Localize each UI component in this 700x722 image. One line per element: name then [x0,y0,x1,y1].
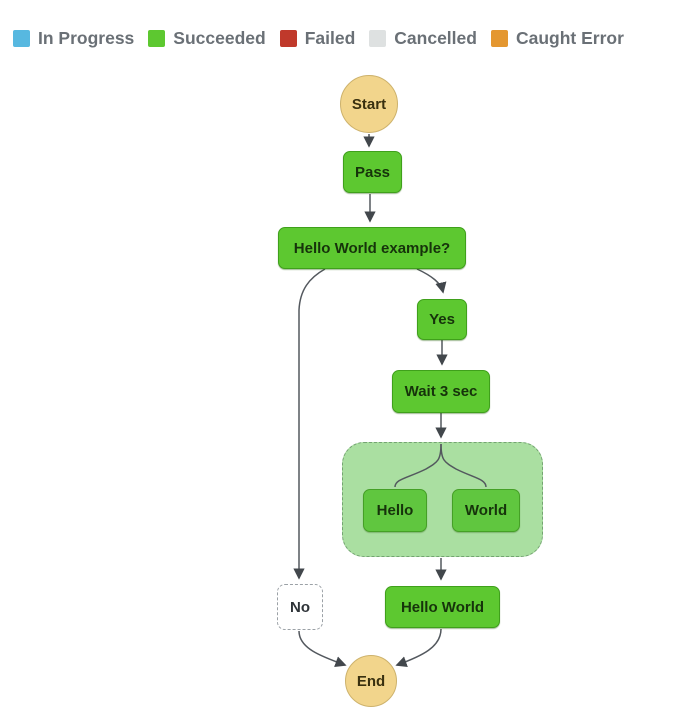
edge-no-to-end [298,630,347,668]
edge-helloworld-to-end [395,628,442,668]
state-node-yes[interactable]: Yes [417,299,467,340]
legend-item-failed: Failed [279,28,356,49]
state-node-start[interactable]: Start [340,75,398,133]
failed-swatch-icon [279,30,297,47]
legend-item-succeeded: Succeeded [148,28,266,49]
edge-choice-to-yes [416,268,447,294]
state-node-wait[interactable]: Wait 3 sec [392,370,490,413]
state-label: Start [351,95,387,113]
state-label: No [290,598,310,616]
state-node-pass[interactable]: Pass [343,151,402,193]
legend-label: Failed [304,28,356,48]
legend-label: Succeeded [173,28,266,48]
legend-item-in-progress: In Progress [13,28,134,49]
state-label: Pass [354,163,391,181]
legend-label: In Progress [38,28,135,48]
status-legend: In Progress Succeeded Failed Cancelled C… [13,28,624,49]
state-label: End [356,672,386,690]
state-label: Yes [429,311,455,328]
cancelled-swatch-icon [369,30,387,47]
legend-item-cancelled: Cancelled [369,28,477,49]
state-node-no[interactable]: No [277,584,323,630]
legend-label: Cancelled [394,28,477,48]
state-node-parallel-hello[interactable]: Hello [363,489,427,532]
state-label: Hello World [400,598,485,616]
caught-error-swatch-icon [490,30,508,47]
edge-choice-to-no [293,268,326,580]
state-node-choice[interactable]: Hello World example? [278,227,466,269]
legend-label: Caught Error [515,28,624,48]
state-node-end[interactable]: End [345,655,397,707]
state-label: Wait 3 sec [404,383,478,400]
succeeded-swatch-icon [148,30,166,47]
legend-item-caught-error: Caught Error [490,28,624,49]
state-label: Hello [376,502,414,519]
state-node-parallel-world[interactable]: World [452,489,520,532]
state-label: Hello World example? [293,239,451,257]
state-node-hello-world[interactable]: Hello World [385,586,500,628]
in-progress-swatch-icon [13,30,30,47]
state-label: World [464,502,508,519]
